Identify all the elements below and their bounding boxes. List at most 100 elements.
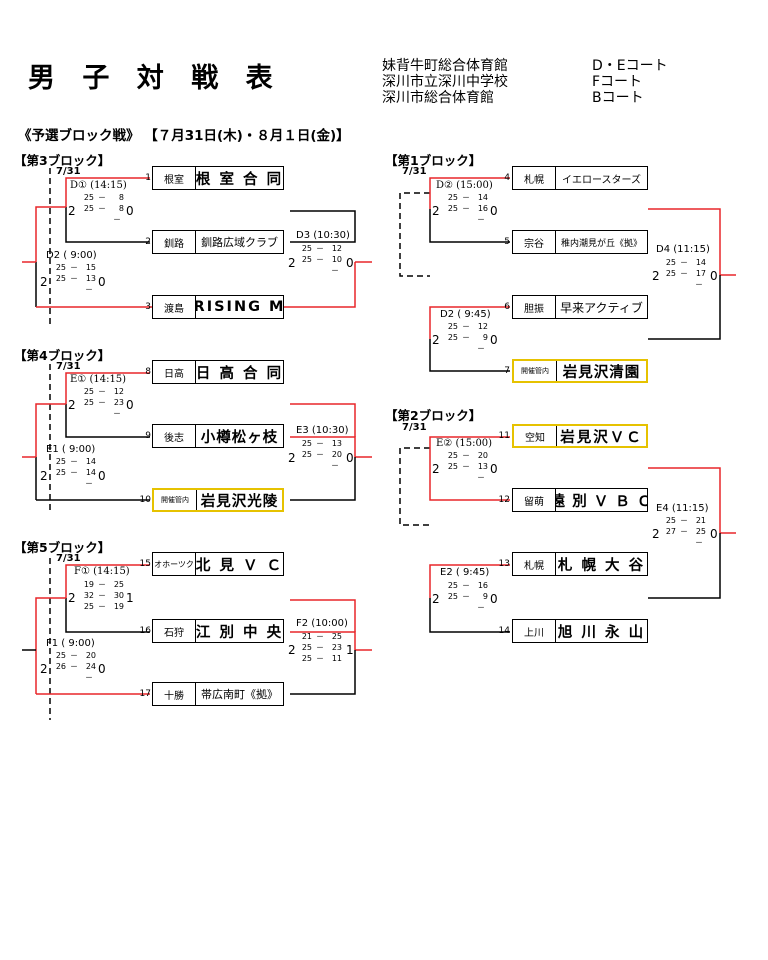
match-right-score: 0 [490, 462, 498, 476]
match-right-score: 0 [98, 662, 106, 676]
match-right-score: 1 [126, 591, 134, 605]
venue-1: 妹背牛町総合体育館 [382, 58, 508, 74]
team-box-wakkanai: 宗谷 稚内潮見が丘《拠》 [512, 230, 648, 254]
b1-m3-win [648, 208, 721, 275]
match-label: F① (14:15) [74, 566, 130, 577]
team-box-shiribeshi: 後志 小樽松ヶ枝 [152, 424, 284, 448]
block-5-header: 【第5ブロック】 [14, 540, 111, 555]
match-right-score: 0 [710, 527, 718, 541]
match-label: F2 (10:00) [296, 618, 348, 629]
match-scoreboard: 25－16 25－9 － [447, 581, 488, 612]
round-title: 《予選ブロック戦》 【７月31日(木)・８月１日(金)】 [18, 128, 350, 144]
team-seed: 16 [139, 626, 151, 636]
match-right-score: 0 [710, 269, 718, 283]
team-name: 遠 別 Ｖ Ｂ Ｃ [556, 493, 647, 510]
match-right-score: 0 [126, 204, 134, 218]
venue-2: 深川市立深川中学校 [382, 74, 508, 90]
match-label: E4 (11:15) [656, 503, 709, 514]
match-right-score: 0 [346, 451, 354, 465]
team-name: 北 見 Ｖ Ｃ [196, 557, 283, 574]
match-right-score: 0 [346, 256, 354, 270]
match-left-score: 2 [652, 527, 660, 541]
block-4-date: 7/31 [56, 361, 81, 372]
date-line-b1 [399, 192, 430, 277]
match-left-score: 2 [68, 204, 76, 218]
match-right-score: 0 [490, 333, 498, 347]
team-region: 十勝 [153, 683, 196, 705]
match-right-score: 0 [490, 592, 498, 606]
match-scoreboard: 25－20 26－24 － [55, 651, 96, 682]
team-name: 札 幌 大 谷 [557, 557, 646, 574]
match-left-score: 2 [288, 256, 296, 270]
team-region: 胆振 [513, 296, 556, 318]
block-5-date: 7/31 [56, 553, 81, 564]
team-name: RISING M [196, 299, 283, 315]
team-box-kitami: オホーツク 北 見 Ｖ Ｃ [152, 552, 284, 576]
match-scoreboard: 25－14 25－14 － [55, 457, 96, 488]
team-box-hidaka: 日高 日 高 合 同 [152, 360, 284, 384]
team-region: 留萌 [513, 489, 556, 511]
team-name: 旭 川 永 山 [557, 624, 646, 641]
b3-m3-lose [290, 210, 356, 243]
match-left-score: 2 [40, 275, 48, 289]
court-3: Bコート [592, 90, 644, 106]
b2-m2-win [429, 564, 510, 598]
team-region: オホーツク [153, 553, 196, 575]
match-label: D3 (10:30) [296, 230, 350, 241]
team-name: 根 室 合 同 [196, 171, 283, 188]
b3-m1-lose [65, 207, 150, 243]
team-region: 宗谷 [513, 231, 556, 253]
match-right-score: 0 [490, 204, 498, 218]
team-name: 岩見沢光陵 [200, 493, 279, 510]
team-region: 根室 [153, 167, 196, 189]
team-seed: 14 [498, 626, 510, 636]
match-scoreboard: 21－25 25－23 25－11 [301, 632, 342, 663]
team-box-ebetsu: 石狩 江 別 中 央 [152, 619, 284, 643]
match-label: E① (14:15) [70, 374, 127, 385]
team-region: 上川 [513, 620, 556, 642]
match-left-score: 2 [288, 643, 296, 657]
match-left-score: 2 [432, 204, 440, 218]
b5-m1-win [65, 564, 150, 598]
match-left-score: 2 [40, 469, 48, 483]
team-name: 江 別 中 央 [196, 624, 283, 641]
match-left-score: 2 [68, 591, 76, 605]
team-seed: 9 [145, 431, 151, 441]
match-scoreboard: 25－13 25－20 － [301, 439, 342, 470]
team-name: 帯広南町《拠》 [201, 688, 278, 701]
team-name: 小樽松ヶ枝 [200, 429, 279, 446]
team-name: 早来アクティブ [560, 300, 643, 315]
match-scoreboard: 25－12 25－23 － [83, 387, 124, 418]
match-label: D2 ( 9:45) [440, 309, 491, 320]
team-region: 石狩 [153, 620, 196, 642]
team-seed: 5 [504, 237, 510, 247]
match-left-score: 2 [652, 269, 660, 283]
block-3-date: 7/31 [56, 166, 81, 177]
block-1-header: 【第1ブロック】 [385, 153, 482, 168]
team-region: 札幌 [513, 553, 556, 575]
team-box-oshima: 渡島 RISING M [152, 295, 284, 319]
team-region: 渡島 [153, 296, 196, 318]
block-4-header: 【第4ブロック】 [14, 348, 111, 363]
team-name: 岩見沢清園 [562, 364, 641, 381]
match-label: E3 (10:30) [296, 425, 349, 436]
block-3-header: 【第3ブロック】 [14, 153, 111, 168]
match-scoreboard: 25－8 25－8 － [83, 193, 124, 224]
match-left-score: 2 [432, 333, 440, 347]
team-seed: 11 [498, 431, 510, 441]
team-name: 岩見沢ＶＣ [560, 429, 643, 446]
team-box-hayakita: 胆振 早来アクティブ [512, 295, 648, 319]
match-label: E1 ( 9:00) [46, 444, 96, 455]
b1-m2-win [429, 306, 510, 339]
match-label: D4 (11:15) [656, 244, 710, 255]
team-seed: 4 [504, 173, 510, 183]
match-label: F1 ( 9:00) [46, 638, 95, 649]
block-1-date: 7/31 [402, 166, 427, 177]
block-2-date: 7/31 [402, 422, 427, 433]
match-right-score: 1 [346, 643, 354, 657]
match-label: E2 ( 9:45) [440, 567, 490, 578]
venue-3: 深川市総合体育館 [382, 90, 494, 106]
match-right-score: 0 [98, 275, 106, 289]
team-name: 稚内潮見が丘《拠》 [560, 238, 642, 249]
match-left-score: 2 [432, 462, 440, 476]
